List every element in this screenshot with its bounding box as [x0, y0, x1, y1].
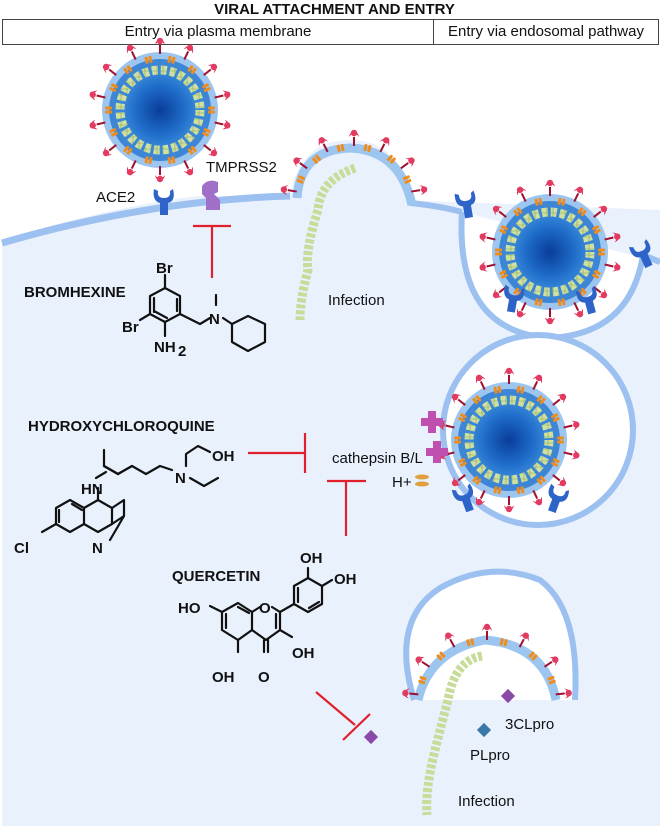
inhibition-hcq-cathepsin — [248, 433, 307, 473]
tmprss2-protease-icon — [202, 180, 220, 210]
virus-particle-attaching — [87, 36, 233, 184]
virus-particle-endocytosed — [477, 178, 623, 326]
svg-text:N: N — [175, 470, 186, 487]
inhibition-quercetin-cathepsin — [327, 479, 366, 536]
svg-text:Br: Br — [156, 260, 173, 277]
hydroxychloroquine-name: HYDROXYCHLOROQUINE — [28, 418, 215, 435]
tmprss2-label: TMPRSS2 — [206, 159, 277, 176]
svg-text:OH: OH — [300, 550, 323, 567]
plpro-protease-icon — [476, 722, 492, 738]
endosome-fusion — [403, 568, 579, 701]
plpro-label: PLpro — [470, 747, 510, 764]
plasma-membrane — [1, 192, 291, 247]
bromhexine-name: BROMHEXINE — [24, 284, 126, 301]
svg-text:O: O — [258, 669, 270, 686]
3clpro-target-icon — [363, 729, 379, 745]
svg-text:Br: Br — [122, 319, 139, 336]
svg-text:HO: HO — [178, 600, 201, 617]
hplus-label: H+ — [392, 474, 412, 491]
fused-viral-envelope-bottom — [400, 622, 574, 702]
hydroxychloroquine-structure: HN OH N N Cl — [14, 444, 235, 557]
3clpro-protease-icon — [500, 688, 516, 704]
figure-title: VIRAL ATTACHMENT AND ENTRY — [214, 1, 455, 18]
cathepsin-icon-2 — [426, 441, 448, 463]
3clpro-label: 3CLpro — [505, 716, 554, 733]
bromhexine-structure: Br Br NH 2 N — [122, 260, 267, 360]
quercetin-structure: OH OH HO O OH OH O — [178, 550, 357, 686]
header-endosomal-pathway: Entry via endosomal pathway — [448, 23, 644, 40]
viral-rna-strand-top — [295, 163, 357, 321]
svg-text:Cl: Cl — [14, 540, 29, 557]
inhibition-bromhexine-tmprss2 — [193, 224, 231, 278]
svg-text:O: O — [259, 600, 271, 617]
viral-rna-strand-bottom — [422, 651, 484, 816]
cathepsin-label: cathepsin B/L — [332, 450, 423, 467]
quercetin-name: QUERCETIN — [172, 568, 260, 585]
virus-particle-in-endosome — [436, 366, 582, 514]
infection-label-top: Infection — [328, 292, 385, 309]
svg-text:N: N — [92, 540, 103, 557]
svg-text:OH: OH — [212, 669, 235, 686]
svg-text:NH: NH — [154, 339, 176, 356]
svg-text:OH: OH — [212, 448, 235, 465]
svg-text:N: N — [209, 311, 220, 328]
svg-text:HN: HN — [81, 481, 103, 498]
inhibition-quercetin-3clpro — [315, 691, 371, 741]
svg-text:OH: OH — [292, 645, 315, 662]
fused-viral-envelope-top — [278, 128, 430, 207]
infection-label-bottom: Infection — [458, 793, 515, 810]
header-plasma-membrane: Entry via plasma membrane — [3, 20, 434, 44]
proton-icon — [415, 474, 429, 487]
header-table: Entry via plasma membrane Entry via endo… — [2, 19, 659, 45]
svg-text:2: 2 — [178, 343, 186, 360]
svg-text:OH: OH — [334, 571, 357, 588]
ace2-label: ACE2 — [96, 189, 135, 206]
cathepsin-icon-1 — [421, 411, 443, 433]
